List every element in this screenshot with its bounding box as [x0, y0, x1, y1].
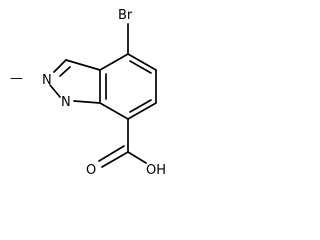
- bond-c7-c7a: [99, 102, 129, 120]
- bond-n2-n1: [49, 84, 61, 98]
- oxygen-label: O: [86, 163, 96, 178]
- hydroxyl-label: OH: [146, 163, 166, 178]
- bond-c3-n2: [53, 59, 67, 73]
- bond-c3-n2-inner: [59, 66, 71, 77]
- bond-c4-c5-inner: [129, 60, 152, 74]
- bond-c3a-c4: [99, 53, 129, 71]
- bond-c3a-c3: [65, 59, 101, 71]
- bond-c-o-double-inner: [98, 145, 125, 162]
- bond-n1-c7a: [73, 100, 101, 104]
- methyl-label: —: [10, 71, 23, 86]
- bond-c6-c7: [127, 102, 157, 120]
- nitrogen-2-label: N: [42, 73, 52, 88]
- nitrogen-1-label: N: [61, 95, 71, 110]
- bond-c-oh: [127, 151, 147, 164]
- molecule-structure: Br N — N O OH: [10, 8, 166, 178]
- bond-c6-c7-inner: [129, 99, 152, 113]
- bond-c4-c5: [127, 53, 157, 71]
- bond-c-o-double: [101, 151, 129, 168]
- bromine-label: Br: [118, 8, 133, 23]
